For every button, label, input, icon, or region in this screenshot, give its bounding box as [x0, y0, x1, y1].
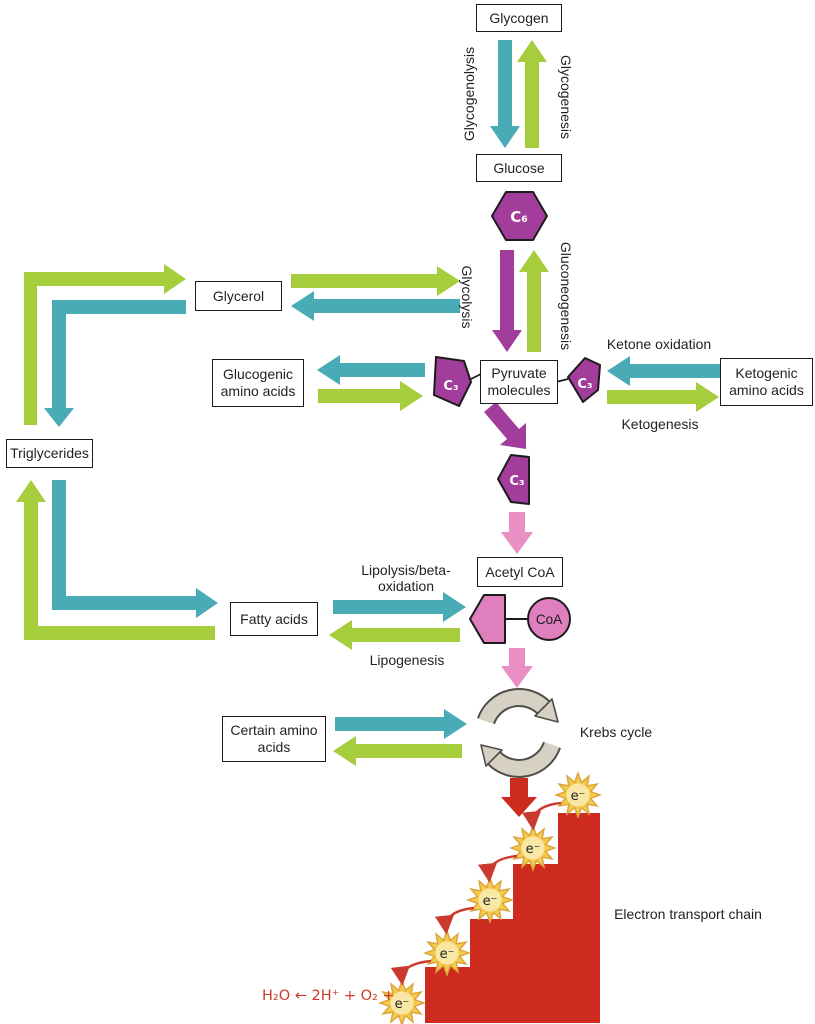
triglycerides-box: Triglycerides [6, 439, 93, 468]
electron-hop-arrow-1 [522, 801, 562, 831]
glycogenolysis-label: Glycogenolysis [461, 46, 477, 142]
gluconeogenesis-arrow [519, 250, 549, 352]
ketogenic-amino-acids-box: Ketogenic amino acids [720, 358, 813, 406]
electron-label: e⁻ [526, 842, 541, 857]
electron-starburst-1: e⁻ [553, 770, 603, 820]
glucogenic-to-pyruvate-arrow [318, 381, 423, 411]
pyruvate-to-c3-diagonal-arrow [484, 402, 526, 449]
glycerol-to-glycolysis-arrow [291, 266, 460, 296]
glycogenesis-label: Glycogenesis [558, 54, 574, 140]
pyruvate-molecules-box: Pyruvate molecules [480, 360, 558, 404]
electron-starburst-2: e⁻ [508, 823, 558, 873]
lipogenesis-label: Lipogenesis [369, 652, 445, 668]
lipolysis-beta-oxidation-label: Lipolysis/beta- oxidation [361, 562, 451, 594]
glucose-box: Glucose [476, 154, 562, 182]
glycerol-to-triglycerides-elbow-arrow [44, 300, 186, 427]
electron-transport-chain-label: Electron transport chain [614, 906, 762, 922]
ketogenesis-arrow [607, 382, 719, 412]
lipolysis-arrow [333, 592, 466, 622]
glucogenic-amino-acids-box: Glucogenic amino acids [212, 359, 304, 407]
glycogen-box: Glycogen [476, 4, 562, 32]
c3-pentagon-right [567, 357, 601, 403]
acetyl-pentagon [469, 594, 506, 644]
electron-label: e⁻ [395, 997, 410, 1012]
krebs-cycle-icon [477, 688, 561, 778]
triglycerides-to-fatty-acids-elbow-arrow [52, 480, 218, 618]
ketogenesis-label: Ketogenesis [621, 416, 699, 432]
etc-staircase [425, 813, 600, 1023]
c3-right-label: C₃ [577, 377, 592, 392]
c3-pentagon-left [433, 356, 472, 407]
glycolysis-arrow [492, 250, 522, 352]
c3-pentagon-middle [497, 454, 530, 505]
electron-starburst-4: e⁻ [422, 928, 472, 978]
coa-circle [527, 597, 571, 641]
electron-hop-arrow-3 [434, 906, 475, 935]
gluconeogenesis-label: Gluconeogenesis [558, 241, 574, 351]
triglycerides-to-glycerol-elbow-arrow [24, 264, 186, 425]
electron-starburst-5: e⁻ [377, 978, 427, 1024]
electron-label: e⁻ [440, 947, 455, 962]
ketone-oxidation-arrow [607, 356, 720, 386]
krebs-cycle-label: Krebs cycle [579, 724, 653, 740]
certain-amino-to-krebs-arrow [335, 709, 467, 739]
coa-label: CoA [536, 612, 562, 627]
electron-starburst-3: e⁻ [465, 875, 515, 925]
krebs-to-certain-amino-arrow [333, 736, 462, 766]
c6-label: C₆ [510, 208, 528, 226]
glycogenesis-arrow [517, 40, 547, 148]
water-formation-equation: H₂O ← 2H⁺ + O₂ + [262, 988, 395, 1004]
electron-label: e⁻ [571, 789, 586, 804]
fatty-acids-box: Fatty acids [230, 602, 318, 636]
lipogenesis-arrow [329, 620, 460, 650]
acetyl-coa-to-krebs-arrow [501, 648, 533, 688]
electron-hop-arrow-4 [390, 959, 432, 986]
electron-hop-arrow-2 [477, 854, 518, 883]
glycerol-box: Glycerol [195, 281, 282, 311]
pyruvate-to-glucogenic-arrow [317, 355, 425, 385]
c3-left-label: C₃ [443, 379, 458, 394]
certain-amino-acids-box: Certain amino acids [222, 716, 326, 762]
c3-middle-label: C₃ [509, 474, 524, 489]
electron-label: e⁻ [483, 894, 498, 909]
c6-hexagon [491, 191, 548, 241]
c3-right-connector [555, 378, 569, 383]
fatty-acids-to-triglycerides-elbow-arrow [16, 480, 215, 640]
krebs-to-etc-arrow [501, 778, 537, 817]
ketone-oxidation-label: Ketone oxidation [606, 336, 712, 352]
glycolysis-label: Glycolysis [459, 265, 475, 329]
glycogenolysis-arrow [490, 40, 520, 148]
c3-to-acetyl-coa-arrow [501, 512, 533, 554]
glycolysis-to-glycerol-arrow [291, 291, 460, 321]
acetyl-coa-box: Acetyl CoA [477, 557, 563, 587]
